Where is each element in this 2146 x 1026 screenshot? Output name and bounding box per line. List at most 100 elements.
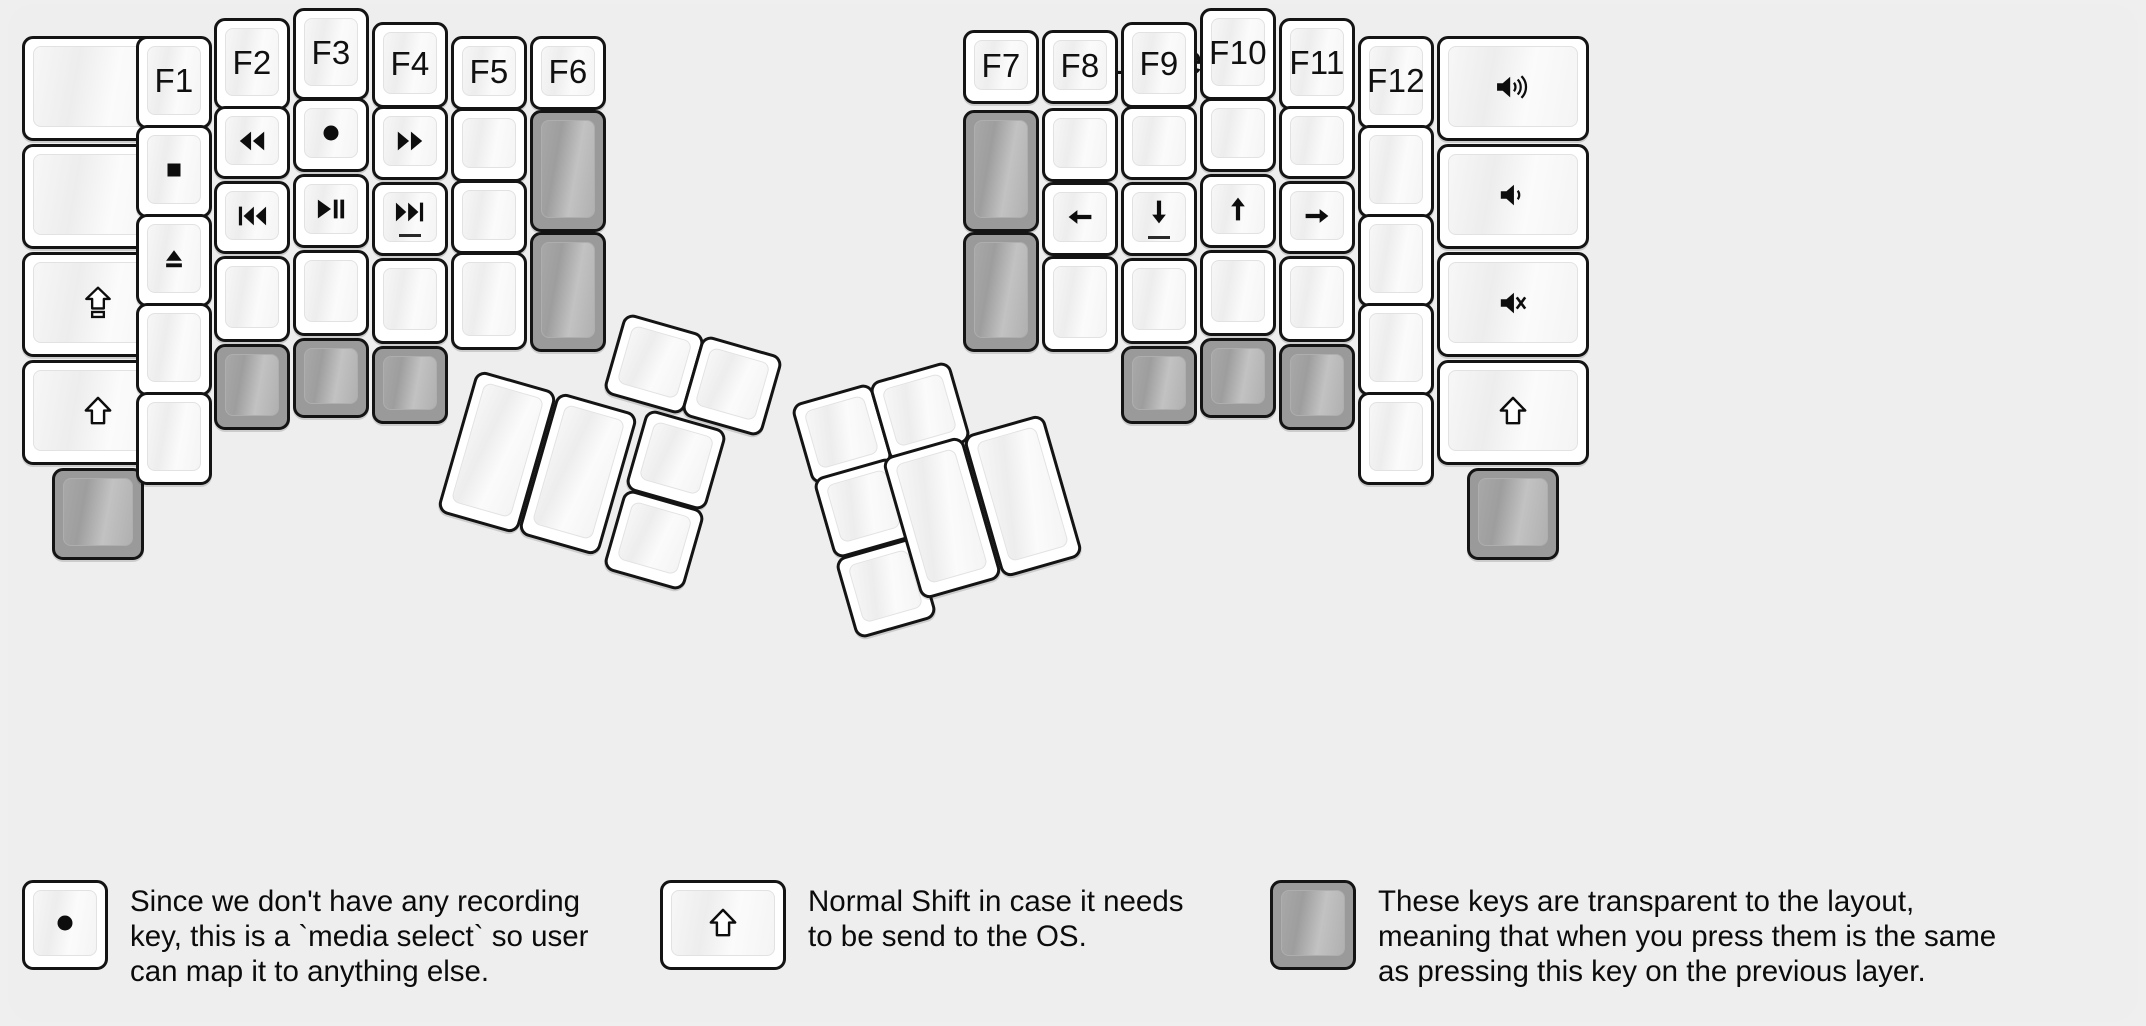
key-label-blank [640, 422, 714, 494]
left-col-ring-1[interactable] [214, 106, 290, 179]
keycap-surface [383, 192, 437, 242]
keycap-surface: F4 [383, 32, 437, 94]
left-col-index-0[interactable]: F4 [372, 22, 448, 108]
left-col-middle-0[interactable]: F3 [293, 8, 369, 100]
key-label-blank [542, 243, 594, 337]
keycap-surface [147, 224, 201, 293]
left-col-pinky-4[interactable] [136, 392, 212, 485]
left-col-middle-1[interactable] [293, 98, 369, 172]
left-col-inner-0[interactable]: F6 [530, 36, 606, 110]
keycap-surface [1369, 224, 1423, 293]
right-col-pinky-4[interactable] [1358, 392, 1434, 485]
right-col-index-0[interactable]: F9 [1121, 22, 1197, 108]
left-col-inner-1[interactable] [530, 110, 606, 232]
key-label-blank [1133, 357, 1185, 409]
right-col-index-inner-0[interactable]: F8 [1042, 30, 1118, 104]
left-col-pinky-1[interactable] [136, 125, 212, 218]
left-col-ring-3[interactable] [214, 256, 290, 342]
right-col-index-2[interactable] [1121, 182, 1197, 256]
right-col-middle-3[interactable] [1200, 250, 1276, 336]
keycap-surface: F10 [1209, 18, 1267, 86]
left-col-pinky-2[interactable] [136, 214, 212, 307]
right-col-index-inner-2[interactable] [1042, 182, 1118, 256]
keycap-surface: F9 [1132, 32, 1186, 94]
left-col-middle-2[interactable] [293, 174, 369, 248]
keycap-surface [147, 313, 201, 382]
keycap-surface [304, 348, 358, 404]
right-col-ring-2[interactable] [1279, 181, 1355, 254]
left-col-index-inner-3[interactable] [451, 252, 527, 350]
left-col-index-1[interactable] [372, 106, 448, 180]
right-col-index-1[interactable] [1121, 106, 1197, 180]
left-col-ring-4[interactable] [214, 344, 290, 430]
left-col-middle-3[interactable] [293, 250, 369, 336]
keycap-surface [671, 890, 775, 956]
right-col-middle-0[interactable]: F10 [1200, 8, 1276, 100]
right-col-pinky-0[interactable]: F12 [1358, 36, 1434, 129]
right-col-pinky-outer-1[interactable] [1437, 144, 1589, 249]
keycap-surface [147, 135, 201, 204]
right-col-ring-3[interactable] [1279, 256, 1355, 342]
legend-key-sample [660, 880, 786, 970]
right-col-index-3[interactable] [1121, 258, 1197, 344]
right-col-middle-4[interactable] [1200, 338, 1276, 418]
keycap-surface: F6 [541, 46, 595, 96]
right-col-ring-4[interactable] [1279, 344, 1355, 430]
key-label-text: F6 [548, 52, 588, 90]
key-label-blank [1133, 269, 1185, 329]
key-label-blank [1054, 267, 1106, 337]
right-col-inner-2[interactable] [963, 232, 1039, 352]
media-play-pause-icon [305, 185, 357, 233]
left-col-inner-2[interactable] [530, 232, 606, 352]
right-col-middle-2[interactable] [1200, 174, 1276, 248]
caps-lock-icon [34, 263, 162, 342]
right-col-middle-1[interactable] [1200, 98, 1276, 172]
left-col-index-4[interactable] [372, 346, 448, 424]
right-col-pinky-outer-0[interactable] [1437, 36, 1589, 141]
keycap-surface [33, 890, 97, 956]
left-col-index-2[interactable] [372, 182, 448, 256]
key-label-blank [1370, 136, 1422, 203]
keycap-surface [147, 402, 201, 471]
right-col-inner-0[interactable]: F7 [963, 30, 1039, 104]
left-col-pinky-outer-4[interactable] [52, 468, 144, 560]
left-col-pinky-0[interactable]: F1 [136, 36, 212, 129]
key-label-blank [1291, 267, 1343, 327]
key-label-blank [148, 314, 200, 381]
right-col-pinky-3[interactable] [1358, 303, 1434, 396]
keycap-surface: F2 [225, 28, 279, 96]
keycap-surface [638, 420, 715, 496]
left-col-index-inner-2[interactable] [451, 180, 527, 254]
right-col-ring-1[interactable] [1279, 106, 1355, 179]
left-col-middle-4[interactable] [293, 338, 369, 418]
left-col-ring-2[interactable] [214, 181, 290, 254]
right-col-pinky-2[interactable] [1358, 214, 1434, 307]
right-col-index-inner-1[interactable] [1042, 108, 1118, 182]
keycap-surface [1290, 116, 1344, 165]
right-col-inner-1[interactable] [963, 110, 1039, 232]
key-label-blank [305, 349, 357, 403]
keycap-surface [1053, 192, 1107, 242]
arrow-right-icon [1291, 192, 1343, 239]
key-label-blank [618, 502, 692, 574]
legend: Since we don't have any recording key, t… [0, 880, 2146, 1026]
left-col-index-inner-0[interactable]: F5 [451, 36, 527, 110]
right-col-index-inner-3[interactable] [1042, 256, 1118, 352]
left-col-index-3[interactable] [372, 258, 448, 344]
key-label-text: F8 [1060, 46, 1100, 84]
right-col-pinky-1[interactable] [1358, 125, 1434, 218]
arrow-down-icon [1133, 193, 1185, 241]
right-col-pinky-outer-3[interactable] [1437, 360, 1589, 465]
keycap-surface [1290, 191, 1344, 240]
right-col-pinky-outer-4[interactable] [1467, 468, 1559, 560]
left-col-ring-0[interactable]: F2 [214, 18, 290, 110]
keycap-surface [1132, 116, 1186, 166]
left-col-index-inner-1[interactable] [451, 108, 527, 182]
key-label-text: F5 [469, 52, 509, 90]
left-col-pinky-3[interactable] [136, 303, 212, 396]
right-col-index-4[interactable] [1121, 346, 1197, 424]
right-col-pinky-outer-2[interactable] [1437, 252, 1589, 357]
legend-item-text: Normal Shift in case it needs to be send… [808, 885, 1184, 954]
volume-down-icon [1449, 155, 1577, 234]
right-col-ring-0[interactable]: F11 [1279, 18, 1355, 110]
